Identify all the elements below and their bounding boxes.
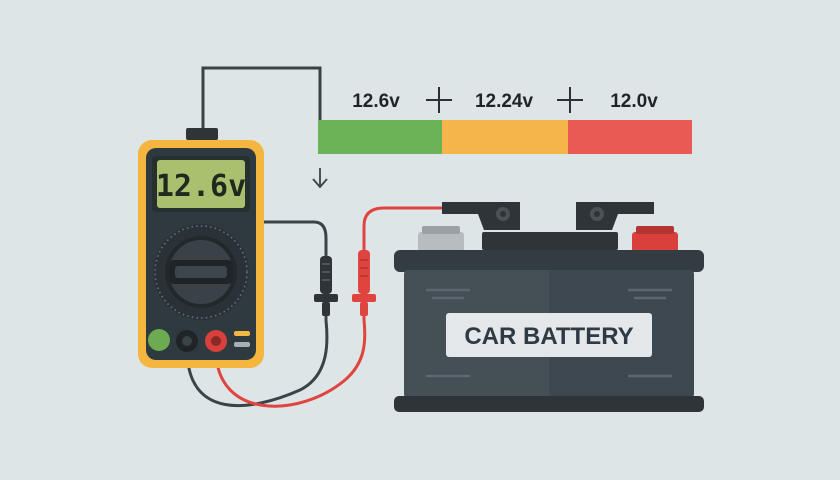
multimeter-display-value: 12.6v <box>156 169 246 204</box>
scale-segment-yellow <box>442 120 568 154</box>
scale-connector-wire <box>201 66 322 130</box>
plus-separator-icon <box>557 87 583 113</box>
multimeter: 12.6v <box>138 128 264 368</box>
multimeter-screen <box>157 160 245 208</box>
positive-clamp <box>576 202 654 230</box>
scale-label-full: 12.6v <box>352 91 400 112</box>
power-button[interactable] <box>148 329 170 351</box>
arrow-down-icon <box>312 168 328 189</box>
indicator-bar <box>234 342 250 347</box>
negative-lead-wire <box>185 312 329 408</box>
positive-lead-wire <box>214 312 367 408</box>
selector-dial[interactable] <box>153 224 249 320</box>
scale-segment-green <box>318 120 442 154</box>
positive-lead-upper-wire <box>362 206 442 250</box>
scale-label-medium: 12.24v <box>475 91 534 112</box>
scale-label-low: 12.0v <box>610 91 658 112</box>
negative-terminal <box>418 232 464 252</box>
plus-separator-icon <box>426 87 452 113</box>
scale-segment-red <box>568 120 692 154</box>
indicator-bar <box>234 331 250 336</box>
voltage-scale: 12.6v 12.24v 12.0v <box>312 87 692 189</box>
negative-probe <box>314 256 338 316</box>
positive-probe <box>352 250 376 316</box>
car-battery: CAR BATTERY <box>394 202 704 412</box>
positive-terminal <box>632 232 678 252</box>
battery-label: CAR BATTERY <box>464 323 633 350</box>
battery-label-plate <box>446 313 652 357</box>
negative-lead-upper-wire <box>262 220 328 256</box>
